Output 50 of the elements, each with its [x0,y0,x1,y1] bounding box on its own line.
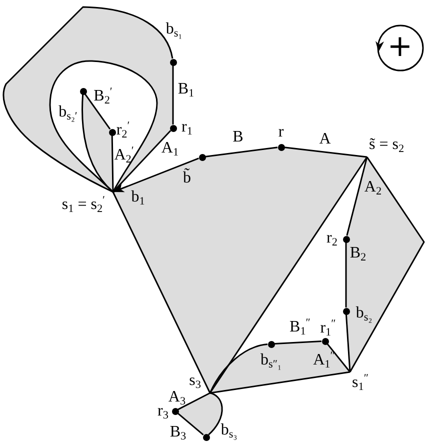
vertex-dot [278,144,284,150]
line-segment [345,242,347,308]
line-segment [205,146,278,158]
line-segment [326,343,351,372]
vertex-label: r [278,122,284,143]
edge-label: A [319,130,331,150]
line-segment [112,192,211,394]
vertex-dot [342,236,350,242]
line-segment [177,412,204,436]
vertex-dot [268,340,274,348]
edge-label: B$_{3}$ [170,422,186,443]
edge-label: b$_{s₂′}$ [58,102,78,124]
edge-label: b$_{s₂}$ [356,304,372,324]
vertex-label: r$_{3}$ [158,402,168,422]
edge-label: b̃ [183,168,191,189]
vertex-dot [322,338,328,344]
line-segment [111,135,114,192]
line-segment [172,66,174,124]
curved-arc [208,392,223,436]
edge-label: A$_{3}$ [168,388,186,408]
edge-label: A$_{2}$ [364,178,382,198]
edge-label: b$_{s₁}$ [166,20,182,40]
vertex-dot [172,408,178,414]
edge-label: B$_{2}$ [350,244,366,264]
arrow [112,158,199,193]
boundary-label: b$_{1}$ [131,188,145,208]
line-segment [178,392,210,410]
curved-arc [209,344,268,394]
vertex-label: s̃ = s$_{2}$ [367,135,404,157]
edge-label: B$_{1}$ [178,80,194,100]
line-segment [274,340,322,345]
vertex-dot [342,308,350,314]
line-segment [112,130,172,193]
edge-label: b$_{s₃}$ [220,420,238,442]
vertex-dot [80,88,86,94]
line-segment [284,146,368,158]
vertex-label: r$_{1}$ [182,118,192,138]
curved-arc [49,60,158,193]
vertex-label: r$_{2}$ [326,228,338,250]
line-segment [345,314,351,372]
vertex-label: s$_{3}$ [189,371,210,393]
line-segment [346,156,368,236]
edge-label: b$_{s″₁}$ [260,350,282,372]
line-segment [84,93,111,130]
line-segment [210,371,350,394]
plus-sign: + [387,32,413,62]
edge-label: B [232,128,244,148]
vertex-dot [198,154,206,160]
line-segment [209,156,368,394]
edge-label: A$_{1}$ [161,138,179,160]
